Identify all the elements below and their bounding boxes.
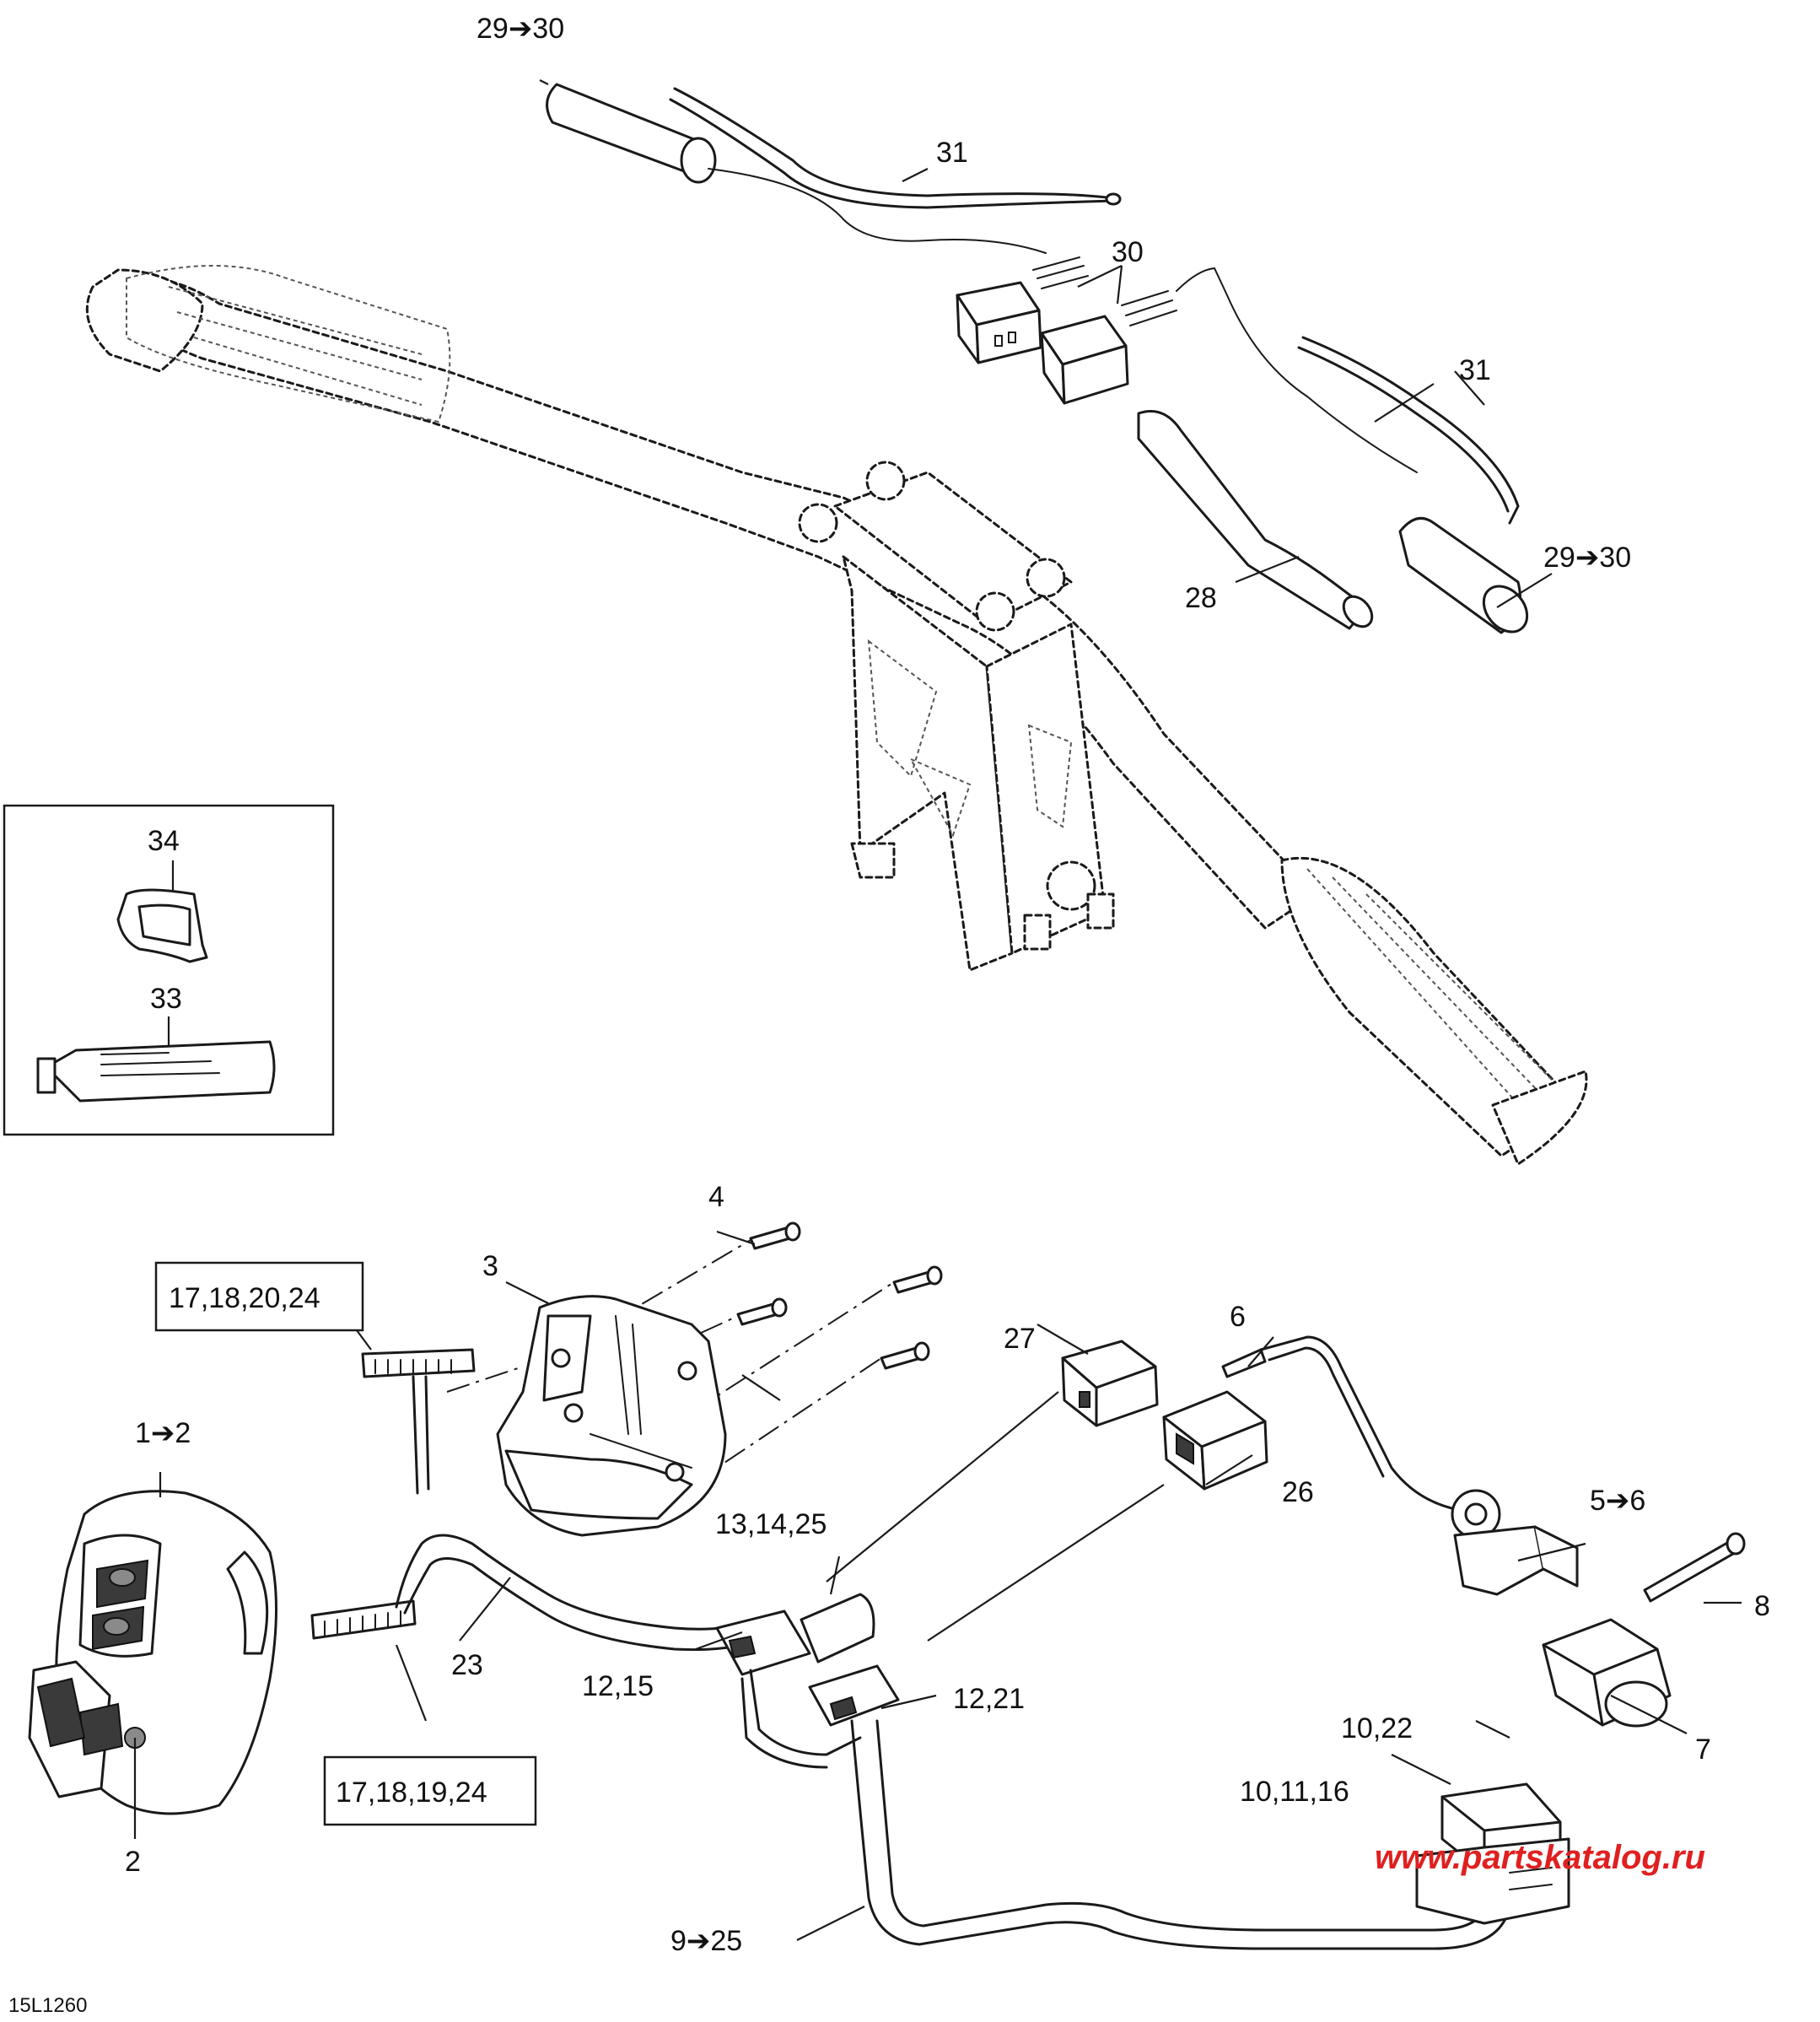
callout-30: 30 [1112, 236, 1144, 268]
callout-7: 7 [1695, 1734, 1711, 1766]
callout-31-right: 31 [1459, 354, 1491, 386]
callout-3: 3 [482, 1250, 498, 1282]
grip-heater-tube-28 [1137, 410, 1374, 630]
callout-9-25: 9➔25 [670, 1925, 742, 1957]
connector-10-11-16 [1415, 1837, 1570, 1925]
bracket-7 [1542, 1618, 1672, 1728]
callout-27: 27 [1004, 1323, 1036, 1355]
callout-26: 26 [1282, 1476, 1314, 1508]
callout-5-6: 5➔6 [1590, 1485, 1645, 1517]
switch-module-1-2 [28, 1490, 277, 1815]
connector-17-18-20-24 [361, 1348, 476, 1495]
connector-30-left [956, 256, 1089, 364]
callout-17-18-20-24: 17,18,20,24 [169, 1282, 320, 1314]
callout-13-14-25: 13,14,25 [715, 1508, 827, 1540]
callout-box-17-18-20-24 [154, 1261, 364, 1332]
callout-31-top: 31 [936, 137, 968, 169]
callout-29-30-top: 29➔30 [477, 13, 564, 45]
connector-17-18-19-24 [310, 1599, 417, 1640]
compound-tube-33 [45, 1040, 276, 1103]
connector-30-right [1040, 267, 1418, 473]
main-harness-9-25 [850, 1719, 1511, 1950]
callout-4: 4 [708, 1181, 724, 1213]
watermark: www.partskatalog.ru [1375, 1839, 1705, 1876]
callout-8: 8 [1754, 1590, 1770, 1622]
sensor-5-6 [1221, 1335, 1579, 1596]
wire-harness-23 [395, 1534, 761, 1652]
callout-29-30-right: 29➔30 [1543, 542, 1631, 574]
callout-10-22: 10,22 [1341, 1712, 1413, 1744]
callout-2: 2 [125, 1846, 141, 1878]
drawing-code: 15L1260 [8, 1994, 87, 2017]
heated-grip-left-top [546, 83, 1122, 254]
inset-box [3, 804, 335, 1136]
callout-12-21: 12,21 [953, 1683, 1025, 1715]
callout-23: 23 [451, 1649, 483, 1681]
callout-34: 34 [148, 825, 180, 857]
handlebar [85, 265, 1588, 1166]
callout-12-15: 12,15 [582, 1670, 654, 1702]
callout-33: 33 [150, 983, 182, 1015]
heated-grip-right [1297, 336, 1529, 634]
connector-26 [1162, 1390, 1268, 1491]
handlebar-riser [798, 461, 1115, 972]
callout-box-17-18-19-24 [323, 1755, 537, 1826]
callout-28: 28 [1185, 582, 1217, 614]
callout-17-18-19-24: 17,18,19,24 [336, 1777, 487, 1809]
switch-housing-3 [496, 1295, 727, 1537]
callout-10-11-16: 10,11,16 [1240, 1776, 1349, 1808]
connector-27 [1061, 1340, 1159, 1427]
leader-lines [133, 79, 1742, 1941]
callout-6: 6 [1230, 1301, 1246, 1333]
connector-cluster-12-13 [715, 1593, 900, 1769]
callout-1-2: 1➔2 [135, 1417, 191, 1449]
pin-8 [1643, 1532, 1746, 1603]
